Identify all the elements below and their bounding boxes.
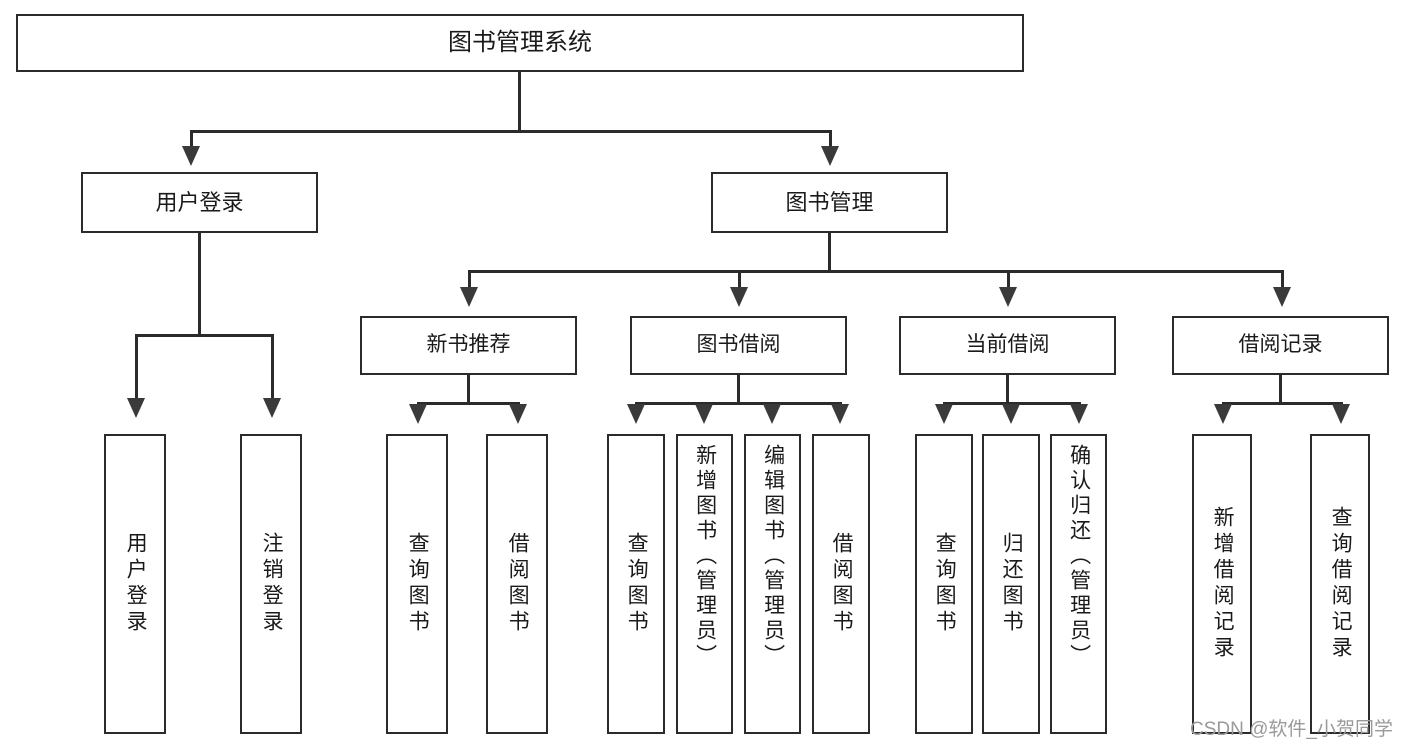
leaf-confirm-return[interactable]: 确认归还（管理员） (1050, 434, 1107, 734)
leaf-edit-book[interactable]: 编辑图书（管理员） (744, 434, 801, 734)
arrow-to-query-book-1 (409, 404, 427, 424)
arrow-to-query-borrow-record (1332, 404, 1350, 424)
connector-br-bus (1222, 402, 1341, 405)
connector-book-management-bus (468, 270, 1284, 273)
connector-root-stem (518, 72, 521, 132)
connector-bm-drop-3 (1007, 270, 1010, 290)
leaf-login[interactable]: 用户登录 (104, 434, 166, 734)
node-current-borrow[interactable]: 当前借阅 (899, 316, 1116, 375)
connector-bm-drop-1 (468, 270, 471, 290)
node-new-book-recommend[interactable]: 新书推荐 (360, 316, 577, 375)
arrow-to-new-book-recommend (460, 287, 478, 307)
arrow-to-user-login (182, 146, 200, 166)
node-root[interactable]: 图书管理系统 (16, 14, 1024, 72)
arrow-to-query-book-3 (935, 404, 953, 424)
leaf-add-borrow-record[interactable]: 新增借阅记录 (1192, 434, 1252, 734)
node-book-management[interactable]: 图书管理 (711, 172, 948, 233)
leaf-borrow-book-2[interactable]: 借阅图书 (812, 434, 870, 734)
node-borrow-record[interactable]: 借阅记录 (1172, 316, 1389, 375)
node-book-borrow[interactable]: 图书借阅 (630, 316, 847, 375)
connector-bm-drop-4 (1281, 270, 1284, 290)
connector-root-right-drop (829, 130, 832, 150)
connector-root-bus (190, 130, 832, 133)
arrow-to-book-borrow (730, 287, 748, 307)
arrow-to-add-book (695, 404, 713, 424)
arrow-to-add-borrow-record (1214, 404, 1232, 424)
connector-user-login-bus (135, 334, 274, 337)
connector-nbr-bus (417, 402, 520, 405)
leaf-query-book-2[interactable]: 查询图书 (607, 434, 665, 734)
leaf-logout[interactable]: 注销登录 (240, 434, 302, 734)
arrow-to-login (127, 398, 145, 418)
connector-user-login-stem (198, 233, 201, 337)
connector-bb-bus (635, 402, 841, 405)
leaf-add-book[interactable]: 新增图书（管理员） (676, 434, 733, 734)
arrow-to-query-book-2 (627, 404, 645, 424)
arrow-to-book-management (821, 146, 839, 166)
arrow-to-borrow-record (1273, 287, 1291, 307)
arrow-to-edit-book (763, 404, 781, 424)
connector-nbr-stem (467, 375, 470, 405)
connector-cb-stem (1006, 375, 1009, 405)
connector-br-stem (1279, 375, 1282, 405)
connector-book-management-stem (828, 233, 831, 273)
leaf-query-borrow-record[interactable]: 查询借阅记录 (1310, 434, 1370, 734)
node-user-login[interactable]: 用户登录 (81, 172, 318, 233)
arrow-to-current-borrow (999, 287, 1017, 307)
connector-bm-drop-2 (738, 270, 741, 290)
arrow-to-borrow-book-2 (831, 404, 849, 424)
connector-user-login-drop-2 (271, 334, 274, 402)
leaf-borrow-book-1[interactable]: 借阅图书 (486, 434, 548, 734)
arrow-to-borrow-book-1 (509, 404, 527, 424)
arrow-to-return-book (1002, 404, 1020, 424)
leaf-query-book-3[interactable]: 查询图书 (915, 434, 973, 734)
connector-bb-stem (737, 375, 740, 405)
connector-root-left-drop (190, 130, 193, 150)
leaf-query-book-1[interactable]: 查询图书 (386, 434, 448, 734)
arrow-to-logout (263, 398, 281, 418)
leaf-return-book[interactable]: 归还图书 (982, 434, 1040, 734)
arrow-to-confirm-return (1070, 404, 1088, 424)
connector-user-login-drop-1 (135, 334, 138, 402)
